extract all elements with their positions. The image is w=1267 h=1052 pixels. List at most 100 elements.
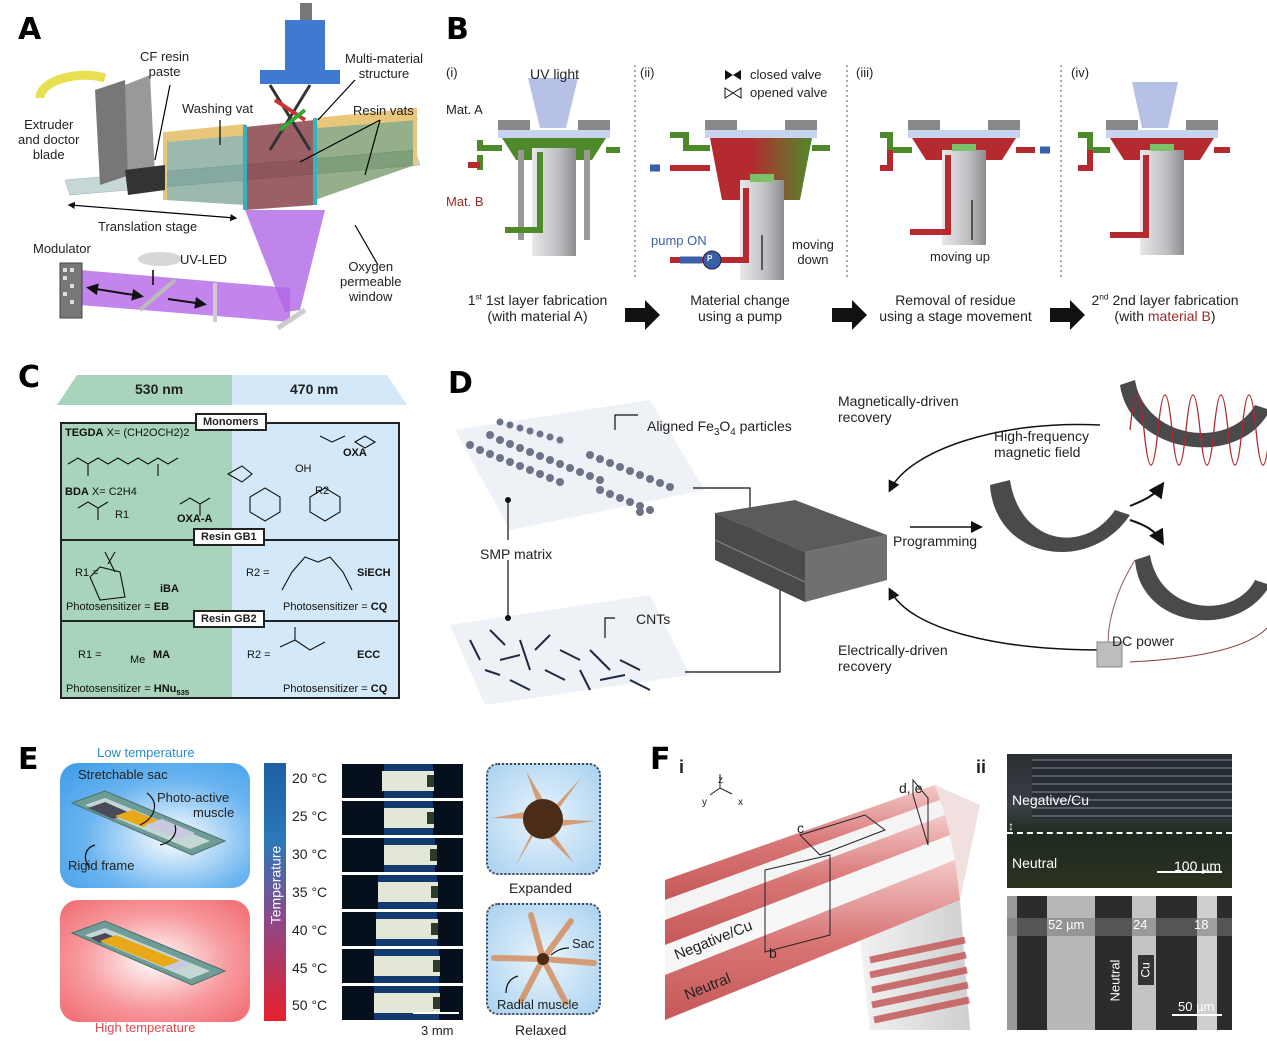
gb1-r2-eq: R2 = [246,567,270,579]
ordinal-st: st [475,291,482,302]
box-b-label: b [769,945,777,961]
optical-micrograph [1007,754,1232,888]
box-c [799,814,887,856]
label-electrical-line1: Electrically-driven [838,642,948,658]
temp-label: 35 °C [292,884,328,900]
step-iii-device [880,120,1050,245]
o-text: O [719,418,731,434]
label-cf-resin: CF resin paste [140,49,189,80]
label-high-frequency-line2: magnetic field [994,444,1081,461]
step-iv-caption-line1: 2nd 2nd layer fabrication [1091,291,1239,308]
wavelength-banner [57,375,407,405]
uv-led-icon [138,252,182,266]
step-i-number: (i) [446,65,458,80]
axis-z-label: z [718,775,723,786]
label-magnetic-line2: recovery [838,409,892,426]
label-oxygen-line3: window [349,288,393,304]
cu-vertical-wrap: Cu [1138,955,1154,985]
temp-label: 25 °C [292,808,328,824]
tegda-name: TEGDA [65,427,104,439]
subpanel-i: i [679,757,685,777]
micro-negative-cu: Negative/Cu [1012,792,1090,808]
cnt-fibers [469,629,651,691]
step-arrow-1 [625,300,660,330]
width-24: 24 [1133,917,1148,932]
step-i-caption-line1: 1st 1st layer fabrication [467,291,608,308]
caption-suffix: ) [1210,308,1216,325]
step-ii-number: (ii) [640,65,655,80]
dc-power-box [1096,641,1123,668]
width-52um: 52 µm [1048,917,1085,932]
composite-block-front [715,513,805,602]
temp-label: 20 °C [292,770,328,786]
step-i-caption-line2: (with material A) [487,308,588,325]
label-opened-valve: opened valve [750,85,828,100]
r1-monomer: R1 [115,509,130,521]
panel-letter-b: B [446,12,469,47]
extruder-nozzle [35,70,107,99]
label-relaxed: Relaxed [515,1022,567,1038]
label-magnetic-recovery: Magnetically-driven recovery [838,393,959,425]
box-de [912,778,929,846]
oxa-label: OXA [343,447,367,459]
tegda-label: TEGDA X= (CH2OCH2)2 [65,427,189,440]
neutral-vertical-wrap: Neutral [1106,945,1124,1015]
ps-label: Photosensitizer = [283,683,371,695]
wavelength-470: 470 nm [290,381,339,397]
label-moving-up: moving up [930,249,990,264]
label-electrical-line2: recovery [838,658,892,675]
label-photo-active-line1: Photo-active [157,790,230,805]
composite-block-top [715,500,887,552]
step-iii-number: (iii) [856,65,874,80]
opened-valve-icon [724,87,734,99]
axis-x-label: x [738,797,743,808]
ps-label: Photosensitizer = [66,683,154,695]
electrical-actuator [1135,555,1267,621]
expanded-star [491,771,596,865]
step-iv-caption: 2nd 2nd layer fabrication (with material… [1085,291,1245,325]
step-ii-caption-line2: using a pump [697,308,783,325]
panel-letter-f: F [650,742,671,777]
wavelength-530: 530 nm [135,381,184,397]
step-arrow-3 [1050,300,1085,330]
beam-arrow-2 [167,296,207,309]
fe-sub: 3 [713,426,720,438]
label-extruder-line2: and doctor [18,131,80,147]
label-neutral-vertical: Neutral [1107,959,1123,1001]
cnt-slab [450,595,690,705]
step-iii-caption-line1: Removal of residue [895,292,1016,308]
temperature-colorbar [264,763,286,1021]
box-c-label: c [797,820,804,836]
resin-table [60,422,400,699]
pump-icon [702,250,722,270]
label-moving-down-line2: down [797,251,829,267]
resin-vat-red [245,120,315,210]
step-i-caption: 1st 1st layer fabrication (with material… [465,291,610,325]
gb1-photosensitizer-right: Photosensitizer = CQ [283,601,387,614]
printed-structure-render [665,774,980,1030]
label-extruder-line3: blade [32,146,65,162]
label-scale-50: 50 µm [1178,999,1215,1014]
closed-valve-icon [725,70,733,80]
section-monomers: Monomers [195,413,267,431]
width-18: 18 [1194,917,1209,932]
gb2-r1-group: Me [130,654,146,666]
panel-a-illustration [35,3,421,331]
ordinal-nd: nd [1099,291,1109,302]
fe-text: Aligned Fe [647,418,714,434]
panel-letter-e: E [18,742,39,777]
ps-value-hnu-sub: 535 [176,688,190,698]
oxa-a-label: OXA-A [177,513,213,525]
label-stretchable-sac: Stretchable sac [78,767,168,782]
panel-letter-d: D [448,366,473,401]
gb1-r1-eq: R1 = [75,567,99,579]
step-ii-caption-line1: Material change [690,292,790,308]
label-extruder: Extruder and doctor blade [18,117,80,163]
gb2-r1-name: MA [153,649,171,661]
label-moving-down: moving down [792,237,834,268]
temp-label: 50 °C [292,997,328,1013]
section-resin-gb2: Resin GB2 [193,610,265,628]
gb2-r2-name: ECC [357,649,381,661]
ps-value-cq: CQ [370,601,388,613]
relaxed-star [491,912,597,1006]
